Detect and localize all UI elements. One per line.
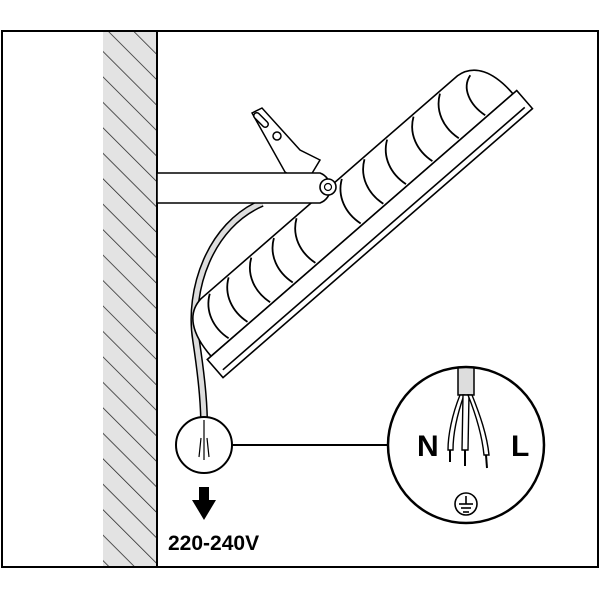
floodlight: [192, 69, 534, 379]
wire-detail: [447, 367, 490, 469]
mounting-arm: [156, 172, 332, 204]
terminal-detail-circle: [386, 365, 546, 525]
wall: [103, 32, 157, 566]
neutral-label: N: [417, 430, 439, 463]
ground-icon: [454, 492, 478, 516]
supply-voltage-label: 220-240V: [168, 532, 260, 555]
live-label: L: [511, 430, 530, 463]
mounting-bracket: [250, 107, 322, 187]
pivot-screw: [319, 178, 337, 196]
frame: [1, 30, 599, 568]
down-arrow-icon: [192, 487, 216, 520]
